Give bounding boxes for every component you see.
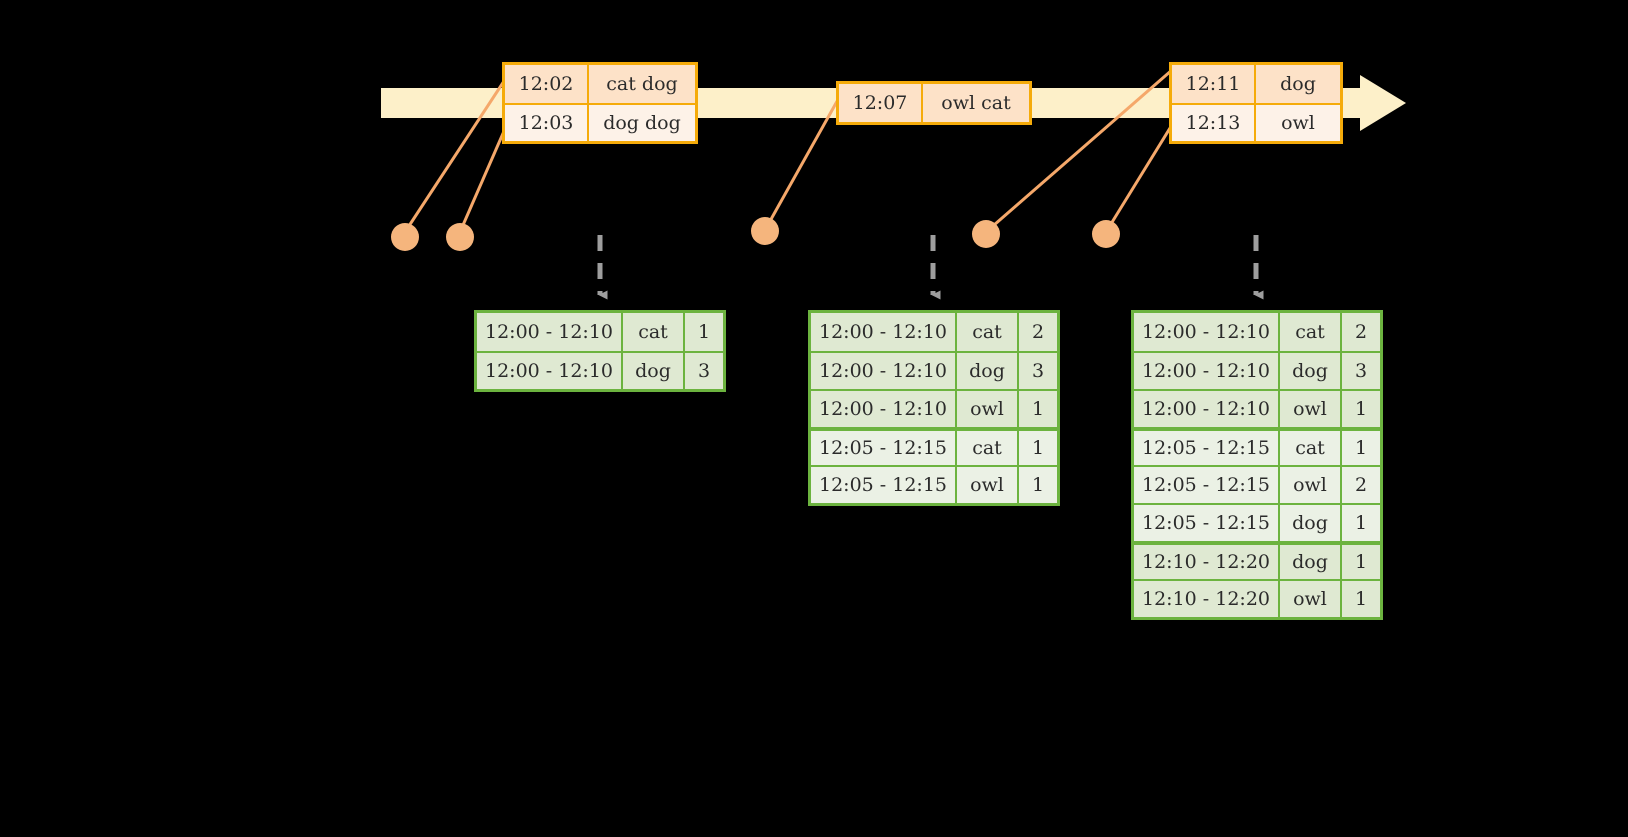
event-time: 12:07 — [839, 84, 923, 122]
count-cell: 3 — [1031, 360, 1045, 382]
window-cell: 12:05 - 12:15 — [811, 431, 957, 465]
window-cell: 12:10 - 12:20 — [1134, 545, 1280, 579]
count-cell: 1 — [697, 321, 711, 343]
window-cell: 12:05 - 12:15 — [1134, 431, 1280, 465]
count-cell: 2 — [1354, 321, 1368, 343]
window-cell: 12:05 - 12:15 — [1134, 467, 1280, 503]
window-cell: 12:00 - 12:10 — [811, 391, 957, 427]
word-cell: cat — [1280, 313, 1342, 351]
event-time: 12:03 — [505, 105, 589, 141]
event-words: owl — [1281, 112, 1315, 134]
connector-2 — [458, 121, 510, 233]
source-dot-4 — [972, 220, 1000, 248]
event-row: 12:13 owl — [1172, 103, 1340, 141]
window-cell: 12:05 - 12:15 — [811, 467, 957, 503]
window-cell: 12:00 - 12:10 — [1134, 391, 1280, 427]
event-words: dog dog — [603, 112, 681, 134]
count-cell: 1 — [1354, 512, 1368, 534]
count-cell: 1 — [1354, 437, 1368, 459]
event-row: 12:11 dog — [1172, 65, 1340, 103]
event-box-2: 12:07 owl cat — [836, 81, 1032, 125]
window-cell: 12:00 - 12:10 — [477, 313, 623, 351]
window-cell: 12:05 - 12:15 — [1134, 505, 1280, 541]
count-cell: 3 — [1354, 360, 1368, 382]
word-cell: dog — [957, 353, 1019, 389]
connector-5 — [1104, 119, 1177, 233]
event-words: cat dog — [606, 73, 678, 95]
window-cell: 12:00 - 12:10 — [477, 353, 623, 389]
window-cell: 12:00 - 12:10 — [1134, 353, 1280, 389]
count-cell: 1 — [1031, 437, 1045, 459]
word-cell: owl — [1280, 581, 1342, 617]
count-cell: 1 — [1031, 474, 1045, 496]
event-time: 12:11 — [1172, 65, 1256, 103]
word-cell: owl — [957, 467, 1019, 503]
event-row: 12:03 dog dog — [505, 103, 695, 141]
event-time: 12:02 — [505, 65, 589, 103]
word-cell: cat — [1280, 431, 1342, 465]
source-dot-5 — [1092, 220, 1120, 248]
word-cell: cat — [957, 313, 1019, 351]
window-cell: 12:10 - 12:20 — [1134, 581, 1280, 617]
count-cell: 2 — [1031, 321, 1045, 343]
event-words: owl cat — [941, 92, 1011, 114]
window-cell: 12:00 - 12:10 — [1134, 313, 1280, 351]
word-cell: dog — [1280, 353, 1342, 389]
event-time: 12:13 — [1172, 105, 1256, 141]
count-cell: 2 — [1354, 474, 1368, 496]
word-cell: owl — [1280, 467, 1342, 503]
count-cell: 1 — [1031, 398, 1045, 420]
window-cell: 12:00 - 12:10 — [811, 353, 957, 389]
word-cell: dog — [1280, 505, 1342, 541]
count-cell: 1 — [1354, 398, 1368, 420]
source-dot-3 — [751, 217, 779, 245]
event-row: 12:07 owl cat — [839, 84, 1029, 122]
count-cell: 1 — [1354, 551, 1368, 573]
word-cell: owl — [1280, 391, 1342, 427]
event-box-1: 12:02 cat dog 12:03 dog dog — [502, 62, 698, 144]
window-cell: 12:00 - 12:10 — [811, 313, 957, 351]
word-cell: owl — [957, 391, 1019, 427]
word-cell: dog — [623, 353, 685, 389]
timeline-arrow-head-icon — [1360, 75, 1406, 131]
word-cell: cat — [623, 313, 685, 351]
source-dot-2 — [446, 223, 474, 251]
event-box-3: 12:11 dog 12:13 owl — [1169, 62, 1343, 144]
event-words: dog — [1280, 73, 1316, 95]
word-cell: dog — [1280, 545, 1342, 579]
word-cell: cat — [957, 431, 1019, 465]
count-cell: 3 — [697, 360, 711, 382]
source-dot-1 — [391, 223, 419, 251]
dashed-arrow-group — [597, 235, 1264, 300]
event-row: 12:02 cat dog — [505, 65, 695, 103]
count-cell: 1 — [1354, 588, 1368, 610]
